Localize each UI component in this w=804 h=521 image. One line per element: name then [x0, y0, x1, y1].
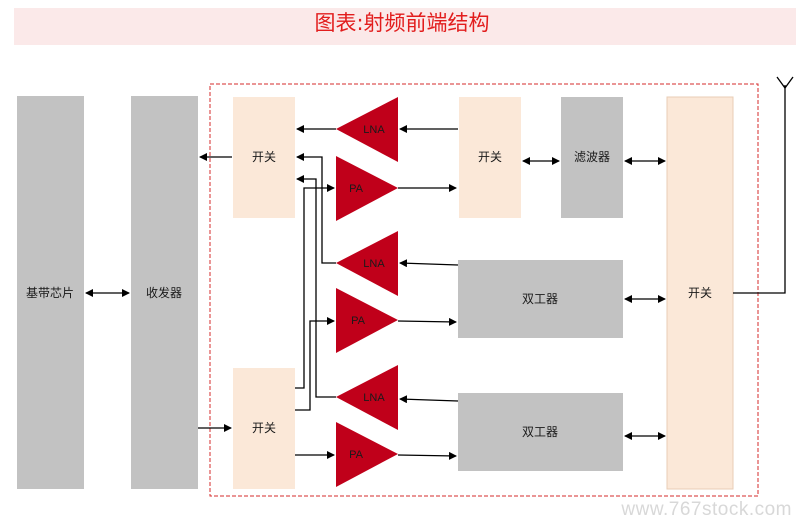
- signal-connections: [85, 85, 786, 460]
- antenna-icon: [776, 76, 794, 90]
- lna-triangle-3: [336, 365, 398, 430]
- duplexer-block-1: [458, 260, 623, 338]
- lna-1-label: LNA: [363, 124, 385, 136]
- switch-bottom-left-label: 开关: [252, 421, 276, 435]
- page-title: 图表:射频前端结构: [314, 11, 490, 35]
- lna-3-label: LNA: [363, 392, 385, 404]
- pa-triangle-2: [336, 288, 398, 353]
- switch-top-right-label: 开关: [478, 150, 502, 164]
- lna-triangle-1: [336, 97, 398, 162]
- title-banner: [14, 8, 796, 45]
- switch-top-left-label: 开关: [252, 150, 276, 164]
- lna-triangle-2: [336, 231, 398, 296]
- rf-front-end-boundary: [209, 83, 759, 497]
- transceiver-block: [131, 96, 198, 489]
- lna-2-label: LNA: [363, 258, 385, 270]
- pa-3-label: PA: [349, 449, 364, 461]
- pa-triangle-3: [336, 422, 398, 487]
- switch-top-right-block: [459, 97, 521, 218]
- antenna-switch-label: 开关: [688, 286, 712, 300]
- transceiver-label: 收发器: [146, 285, 182, 300]
- baseband-label: 基带芯片: [26, 286, 74, 300]
- pa-2-label: PA: [351, 315, 366, 327]
- duplexer-block-2: [458, 393, 623, 471]
- switch-top-left-block: [233, 97, 295, 218]
- filter-label: 滤波器: [574, 150, 610, 164]
- watermark: www.767stock.com: [621, 499, 792, 520]
- duplexer-1-label: 双工器: [522, 292, 558, 306]
- pa-1-label: PA: [349, 183, 364, 195]
- pa-triangle-1: [336, 156, 398, 221]
- antenna-switch-block: [666, 96, 734, 490]
- switch-bottom-left-block: [233, 368, 295, 489]
- baseband-block: [17, 96, 84, 489]
- duplexer-2-label: 双工器: [522, 425, 558, 439]
- filter-block: [561, 97, 623, 218]
